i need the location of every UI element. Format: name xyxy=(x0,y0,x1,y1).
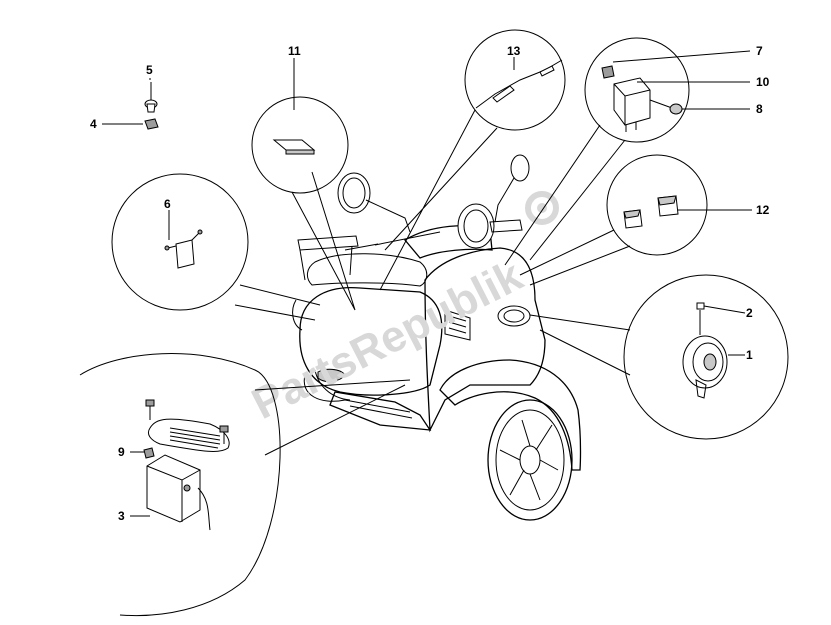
callout-13: 13 xyxy=(507,44,521,58)
callout-7: 7 xyxy=(756,44,763,58)
detail-circle-6 xyxy=(111,173,321,321)
callout-10: 10 xyxy=(756,75,770,89)
detail-circle-11 xyxy=(251,96,356,311)
scooter-illustration xyxy=(292,154,582,521)
detail-circle-horn xyxy=(529,274,789,440)
callout-2: 2 xyxy=(746,306,753,320)
callout-1: 1 xyxy=(746,348,753,362)
watermark-text: PartsRepublik xyxy=(244,251,530,429)
callout-5: 5 xyxy=(146,63,153,77)
callout-8: 8 xyxy=(756,102,763,116)
detail-circle-12 xyxy=(519,154,708,286)
leader-lines xyxy=(102,50,752,517)
callout-labels: 11 13 7 10 8 12 2 1 5 4 6 9 3 xyxy=(90,44,770,523)
detail-circle-relay xyxy=(504,37,690,266)
callout-12: 12 xyxy=(756,203,770,217)
callout-6: 6 xyxy=(164,197,171,211)
detail-circle-battery xyxy=(79,353,411,617)
callout-3: 3 xyxy=(118,509,125,523)
callout-9: 9 xyxy=(118,445,125,459)
detail-circle-13 xyxy=(379,29,566,291)
callout-11: 11 xyxy=(288,44,301,58)
watermark-gear-icon xyxy=(525,191,559,225)
bolt-part-5 xyxy=(144,82,158,113)
callout-4: 4 xyxy=(90,117,97,131)
nut-part-4 xyxy=(144,118,159,130)
